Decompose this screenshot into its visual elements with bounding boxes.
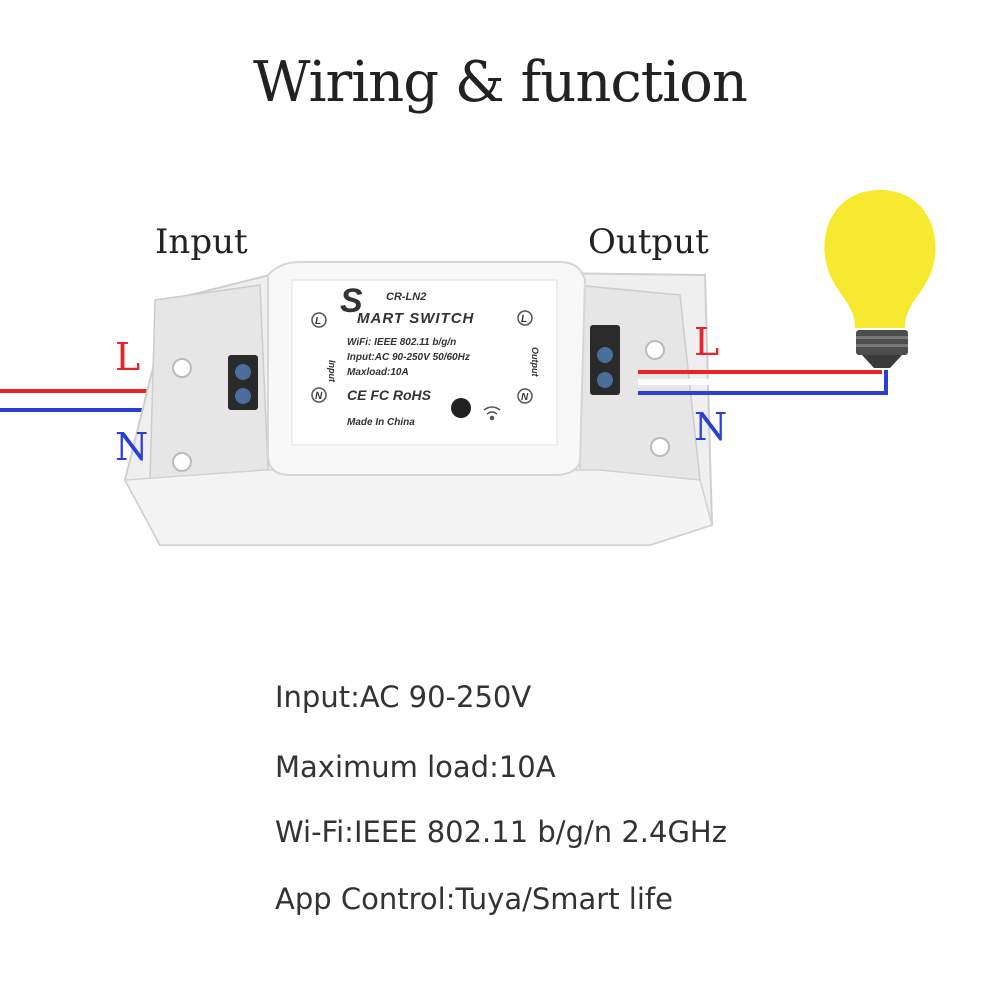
svg-text:L: L [521,314,527,325]
spec-input: Input:AC 90-250V [275,680,532,714]
mount-screw-hole [645,340,665,360]
svg-text:Input:AC 90-250V 50/60Hz: Input:AC 90-250V 50/60Hz [347,352,470,363]
output-line-label: L [694,320,720,364]
svg-text:CR-LN2: CR-LN2 [386,291,426,303]
output-label: Output [588,222,709,262]
spec-wifi: Wi-Fi:IEEE 802.11 b/g/n 2.4GHz [275,815,727,849]
wifi-icon [483,406,501,421]
svg-text:Made In China: Made In China [347,417,415,428]
device-label-text: S CR-LN2 MART SWITCH WiFi: IEEE 802.11 b… [311,282,540,428]
svg-text:Output: Output [530,347,540,377]
page-title: Wiring & function [253,50,748,115]
mount-screw-hole [172,358,192,378]
svg-text:Maxload:10A: Maxload:10A [347,367,409,378]
output-neutral-wire [638,370,888,395]
output-neutral-label: N [694,405,728,449]
svg-text:Input: Input [327,360,337,383]
svg-text:N: N [315,391,323,402]
device-housing [123,261,714,546]
mount-screw-hole [650,437,670,457]
svg-text:S: S [340,282,363,320]
mount-screw-hole [172,452,192,472]
spec-max-load: Maximum load:10A [275,750,556,784]
input-line-label: L [115,335,141,379]
bulb-glass [824,190,936,328]
svg-text:WiFi: IEEE 802.11 b/g/n: WiFi: IEEE 802.11 b/g/n [347,337,456,348]
input-label: Input [155,222,248,262]
svg-text:N: N [521,392,529,403]
light-bulb [824,190,936,368]
input-neutral-label: N [115,425,149,469]
output-line-wire [638,370,882,374]
svg-text:L: L [315,316,321,327]
output-wires [638,370,888,395]
reset-button [451,398,471,418]
device-label [291,279,558,446]
svg-text:MART SWITCH: MART SWITCH [357,310,475,327]
bulb-base [856,330,908,355]
spec-app-control: App Control:Tuya/Smart life [275,882,673,916]
svg-text:CE FC RoHS: CE FC RoHS [347,387,432,403]
